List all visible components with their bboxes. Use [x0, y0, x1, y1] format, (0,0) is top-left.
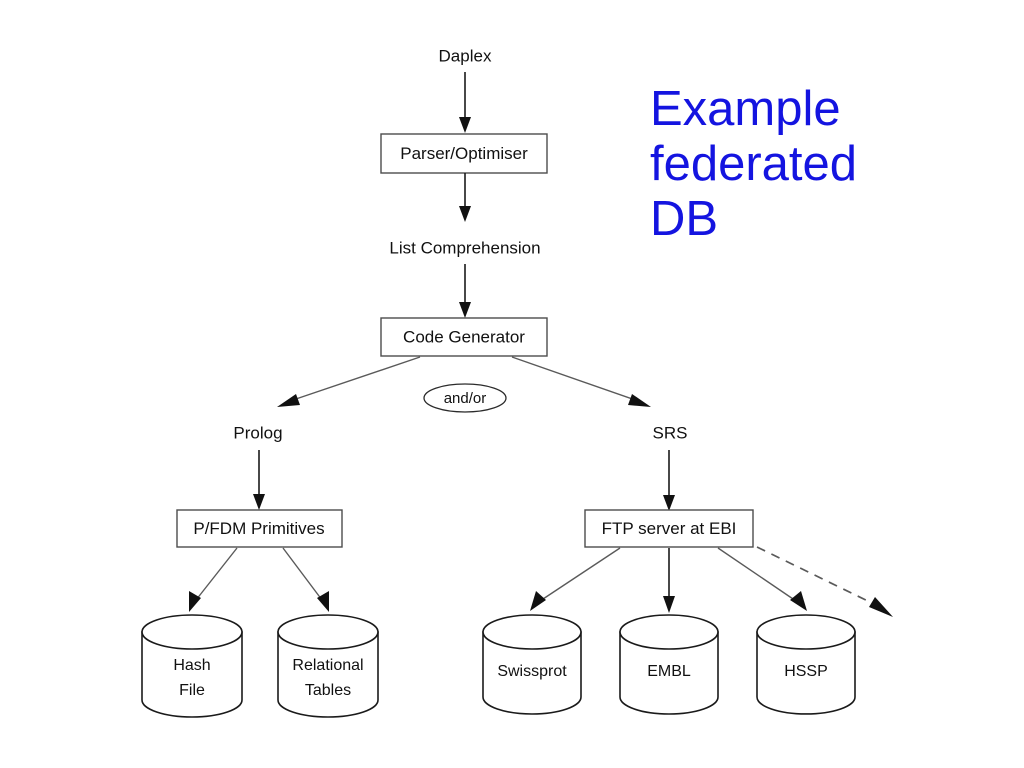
node-code-generator[interactable]: Code Generator: [380, 317, 548, 357]
node-and-or-tag: and/or: [423, 383, 507, 413]
edge-srs-to-ftp: [663, 450, 675, 511]
node-parser-optimiser-label: Parser/Optimiser: [400, 144, 528, 163]
edge-prolog-to-pfdm: [253, 450, 265, 510]
node-parser-optimiser[interactable]: Parser/Optimiser: [380, 133, 548, 174]
node-and-or-label: and/or: [444, 390, 487, 407]
node-cylinder-relational-tables-label-2: Tables: [305, 682, 351, 699]
node-cylinder-embl[interactable]: EMBL: [619, 614, 719, 715]
node-code-generator-label: Code Generator: [403, 327, 525, 346]
diagram-label-prolog: Prolog: [233, 423, 282, 442]
edge-ftp-dashed-external: [756, 546, 893, 617]
node-ftp-server[interactable]: FTP server at EBI: [584, 509, 754, 548]
edge-pfdm-to-hash-file: [189, 547, 238, 612]
edge-listcomp-to-codegen: [459, 264, 471, 318]
node-cylinder-swissprot-label: Swissprot: [497, 663, 567, 680]
node-ftp-server-label: FTP server at EBI: [602, 519, 737, 538]
edge-daplex-to-parser: [459, 72, 471, 133]
node-cylinder-hssp[interactable]: HSSP: [756, 614, 856, 715]
node-cylinder-relational-tables[interactable]: Relational Tables: [277, 614, 379, 718]
edge-codegen-to-srs: [511, 356, 651, 407]
edge-ftp-to-hssp: [717, 547, 807, 611]
diagram-label-daplex: Daplex: [439, 46, 492, 65]
slide-title: Example federated DB: [650, 82, 858, 246]
edge-ftp-to-swissprot: [530, 547, 621, 611]
node-pfdm-primitives[interactable]: P/FDM Primitives: [176, 509, 343, 548]
diagram-label-srs: SRS: [653, 423, 688, 442]
node-cylinder-hssp-label: HSSP: [784, 663, 828, 680]
edge-parser-to-listcomp: [459, 173, 471, 222]
node-cylinder-hash-file[interactable]: Hash File: [141, 614, 243, 718]
edge-ftp-to-embl: [663, 548, 675, 613]
diagram-label-list-comprehension: List Comprehension: [389, 238, 540, 257]
node-cylinder-hash-file-label-1: Hash: [173, 657, 210, 674]
edge-codegen-to-prolog: [277, 356, 421, 407]
edge-pfdm-to-relational-tables: [282, 547, 329, 612]
node-pfdm-primitives-label: P/FDM Primitives: [193, 519, 324, 538]
node-cylinder-relational-tables-label-1: Relational: [292, 657, 363, 674]
node-cylinder-swissprot[interactable]: Swissprot: [482, 614, 582, 715]
node-cylinder-hash-file-label-2: File: [179, 682, 205, 699]
node-cylinder-embl-label: EMBL: [647, 663, 691, 680]
